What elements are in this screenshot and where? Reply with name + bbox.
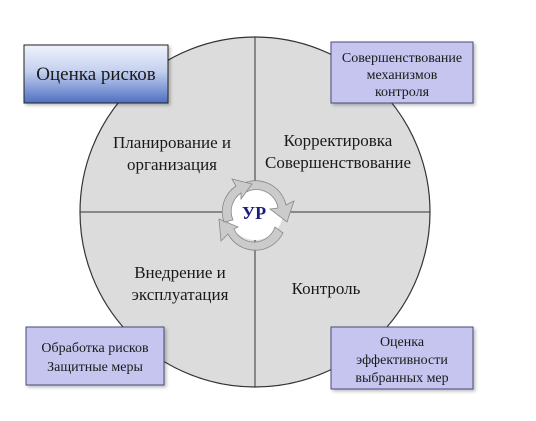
- quadrant-top-left-label: Планирование и организация: [113, 133, 231, 174]
- svg-text:эффективности: эффективности: [356, 353, 448, 368]
- svg-text:Совершенствование: Совершенствование: [265, 153, 411, 172]
- svg-text:Оценка рисков: Оценка рисков: [36, 64, 155, 85]
- svg-text:Защитные меры: Защитные меры: [47, 360, 143, 375]
- svg-text:контроля: контроля: [375, 85, 430, 100]
- quadrant-bottom-right-label: Контроль: [292, 279, 361, 298]
- svg-text:механизмов: механизмов: [367, 68, 438, 83]
- svg-text:Планирование и: Планирование и: [113, 133, 231, 152]
- control-improvement-box: Совершенствование механизмов контроля: [330, 41, 474, 104]
- svg-text:Оценка: Оценка: [380, 335, 425, 350]
- svg-text:организация: организация: [127, 155, 217, 174]
- svg-text:эксплуатация: эксплуатация: [132, 285, 229, 304]
- cycle-arrows-icon: [218, 178, 295, 251]
- svg-text:Контроль: Контроль: [292, 279, 361, 298]
- center-label: УР: [242, 203, 266, 223]
- effectiveness-assessment-box: Оценка эффективности выбранных мер: [330, 326, 474, 390]
- svg-text:Корректировка: Корректировка: [284, 131, 393, 150]
- svg-text:Совершенствование: Совершенствование: [342, 51, 462, 66]
- svg-text:Обработка рисков: Обработка рисков: [41, 341, 149, 356]
- quadrant-top-right-label: Корректировка Совершенствование: [265, 131, 411, 172]
- svg-text:Внедрение и: Внедрение и: [134, 263, 226, 282]
- risk-treatment-box: Обработка рисков Защитные меры: [25, 326, 165, 386]
- quadrant-bottom-left-label: Внедрение и эксплуатация: [132, 263, 229, 304]
- risk-assessment-box: Оценка рисков: [23, 44, 169, 104]
- svg-text:выбранных мер: выбранных мер: [355, 371, 448, 386]
